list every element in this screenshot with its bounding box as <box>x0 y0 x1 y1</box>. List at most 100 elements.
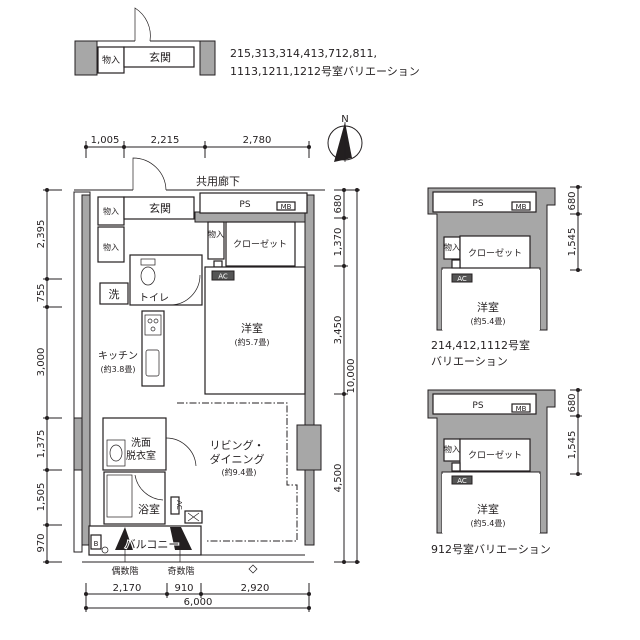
dim-top-2: 2,215 <box>151 135 180 146</box>
stove-icon <box>144 314 162 336</box>
air-conditioner <box>211 270 235 281</box>
room-size: (約5.4畳) <box>471 518 506 528</box>
room-label: 洋室 <box>477 502 499 516</box>
door-swing <box>134 7 151 42</box>
toilet-icon <box>140 266 156 286</box>
variation-b-plan: PS MB 物入 クローゼット AC 洋室 (約5.4畳) 680 1,545 … <box>427 388 582 556</box>
washroom-label-2: 脱衣室 <box>126 449 156 462</box>
vent-icon <box>451 259 461 269</box>
western-room-label: 洋室 <box>241 321 263 335</box>
dim-left-2: 755 <box>36 283 47 302</box>
variation-caption-line2: 1113,1211,1212号室バリエーション <box>230 64 420 78</box>
washroom-label-1: 洗面 <box>131 437 151 449</box>
top-variation-plan: 物入 玄関 215,313,314,413,712,811, 1113,1211… <box>74 7 420 78</box>
closet <box>225 221 296 267</box>
left-dimensions: 2,395 755 3,000 1,375 1,505 970 <box>36 188 62 564</box>
closet-label: クローゼット <box>468 247 522 259</box>
drain-icon <box>101 546 109 554</box>
dim-right-4: 4,500 <box>333 464 344 493</box>
entrance-box <box>123 46 195 68</box>
air-conditioner <box>451 273 473 283</box>
western-room <box>204 266 306 395</box>
vent-icon <box>213 260 223 268</box>
wall <box>74 40 98 76</box>
storage-2 <box>97 226 125 263</box>
living-dining-outline <box>177 402 298 542</box>
mb-label: MB <box>516 405 527 413</box>
ps-label: PS <box>472 199 483 209</box>
storage-label: 物入 <box>102 54 120 66</box>
living-label-1: リビング・ <box>210 438 265 452</box>
dim-top-1: 1,005 <box>91 135 120 146</box>
north-label: N <box>341 114 348 125</box>
mb-label: MB <box>281 203 292 211</box>
storage-3 <box>207 221 225 260</box>
pipe-space <box>432 393 537 415</box>
dim-right-1: 680 <box>333 194 344 213</box>
dim-left-1: 2,395 <box>36 220 47 249</box>
bathroom <box>103 471 166 525</box>
caption: 912号室バリエーション <box>431 542 551 556</box>
balcony-label: バルコニー <box>125 538 180 551</box>
dim-1: 680 <box>567 393 578 412</box>
storage-3-label: 物入 <box>208 229 224 239</box>
entrance <box>123 196 195 220</box>
dim-bottom-total: 6,000 <box>184 597 213 608</box>
odd-floor-label: 奇数階 <box>167 565 194 577</box>
dim-left-4: 1,375 <box>36 430 47 459</box>
ps-label: PS <box>472 401 483 411</box>
washer-label: 洗 <box>109 288 120 301</box>
room-label: 洋室 <box>477 300 499 314</box>
dim-bottom-2: 910 <box>174 583 193 594</box>
dim-left-5: 1,505 <box>36 483 47 512</box>
caption-line1: 214,412,1112号室 <box>431 338 530 352</box>
toilet-label: トイレ <box>139 293 169 304</box>
variation-caption-line1: 215,313,314,413,712,811, <box>230 47 377 60</box>
corridor-label: 共用廊下 <box>196 174 240 188</box>
western-room-size: (約5.7畳) <box>235 337 270 347</box>
emergency-ladder-icon <box>115 527 133 550</box>
dim-top-3: 2,780 <box>243 135 272 146</box>
storage-2-label: 物入 <box>103 242 119 252</box>
dim-bottom-1: 2,170 <box>113 583 142 594</box>
washer-space <box>99 282 129 305</box>
dim-1: 680 <box>567 191 578 210</box>
entrance-label: 玄関 <box>149 50 171 64</box>
vent-icon <box>451 462 461 472</box>
meter-box <box>276 201 296 211</box>
sink-icon <box>145 349 160 377</box>
closet-label: クローゼット <box>233 238 287 250</box>
caption-line2: バリエーション <box>431 355 508 368</box>
column <box>296 424 322 471</box>
ac-label: AC <box>457 275 467 283</box>
air-conditioner <box>170 496 180 515</box>
dim-right-2: 1,370 <box>333 228 344 257</box>
kitchen-size: (約3.8畳) <box>101 364 136 374</box>
closet-label: クローゼット <box>468 449 522 461</box>
dim-right-total: 10,000 <box>346 359 357 394</box>
dim-right-3: 3,450 <box>333 316 344 345</box>
dim-left-6: 970 <box>36 533 47 552</box>
bathtub-icon <box>106 474 133 518</box>
emergency-ladder-icon <box>170 527 192 550</box>
right-dimensions: 680 1,370 3,450 4,500 10,000 <box>333 188 360 564</box>
bottom-dimensions: 2,170 910 2,920 6,000 <box>84 583 311 612</box>
b-box <box>90 534 102 550</box>
air-conditioner <box>451 475 473 485</box>
living-label-2: ダイニング <box>210 452 265 466</box>
even-floor-label: 偶数階 <box>111 565 138 577</box>
ac-2-label: AC <box>175 500 183 510</box>
ac-label: AC <box>457 477 467 485</box>
storage-label: 物入 <box>444 242 460 252</box>
entrance-label: 玄関 <box>149 201 171 215</box>
ps-label: PS <box>239 200 250 210</box>
ac-1-label: AC <box>218 273 228 281</box>
living-size: (約9.4畳) <box>222 467 257 477</box>
kitchen-counter <box>141 310 165 387</box>
north-compass-icon: N <box>327 114 363 162</box>
washroom <box>102 417 167 471</box>
dim-2: 1,545 <box>567 431 578 460</box>
dim-2: 1,545 <box>567 228 578 257</box>
dim-left-3: 3,000 <box>36 348 47 377</box>
